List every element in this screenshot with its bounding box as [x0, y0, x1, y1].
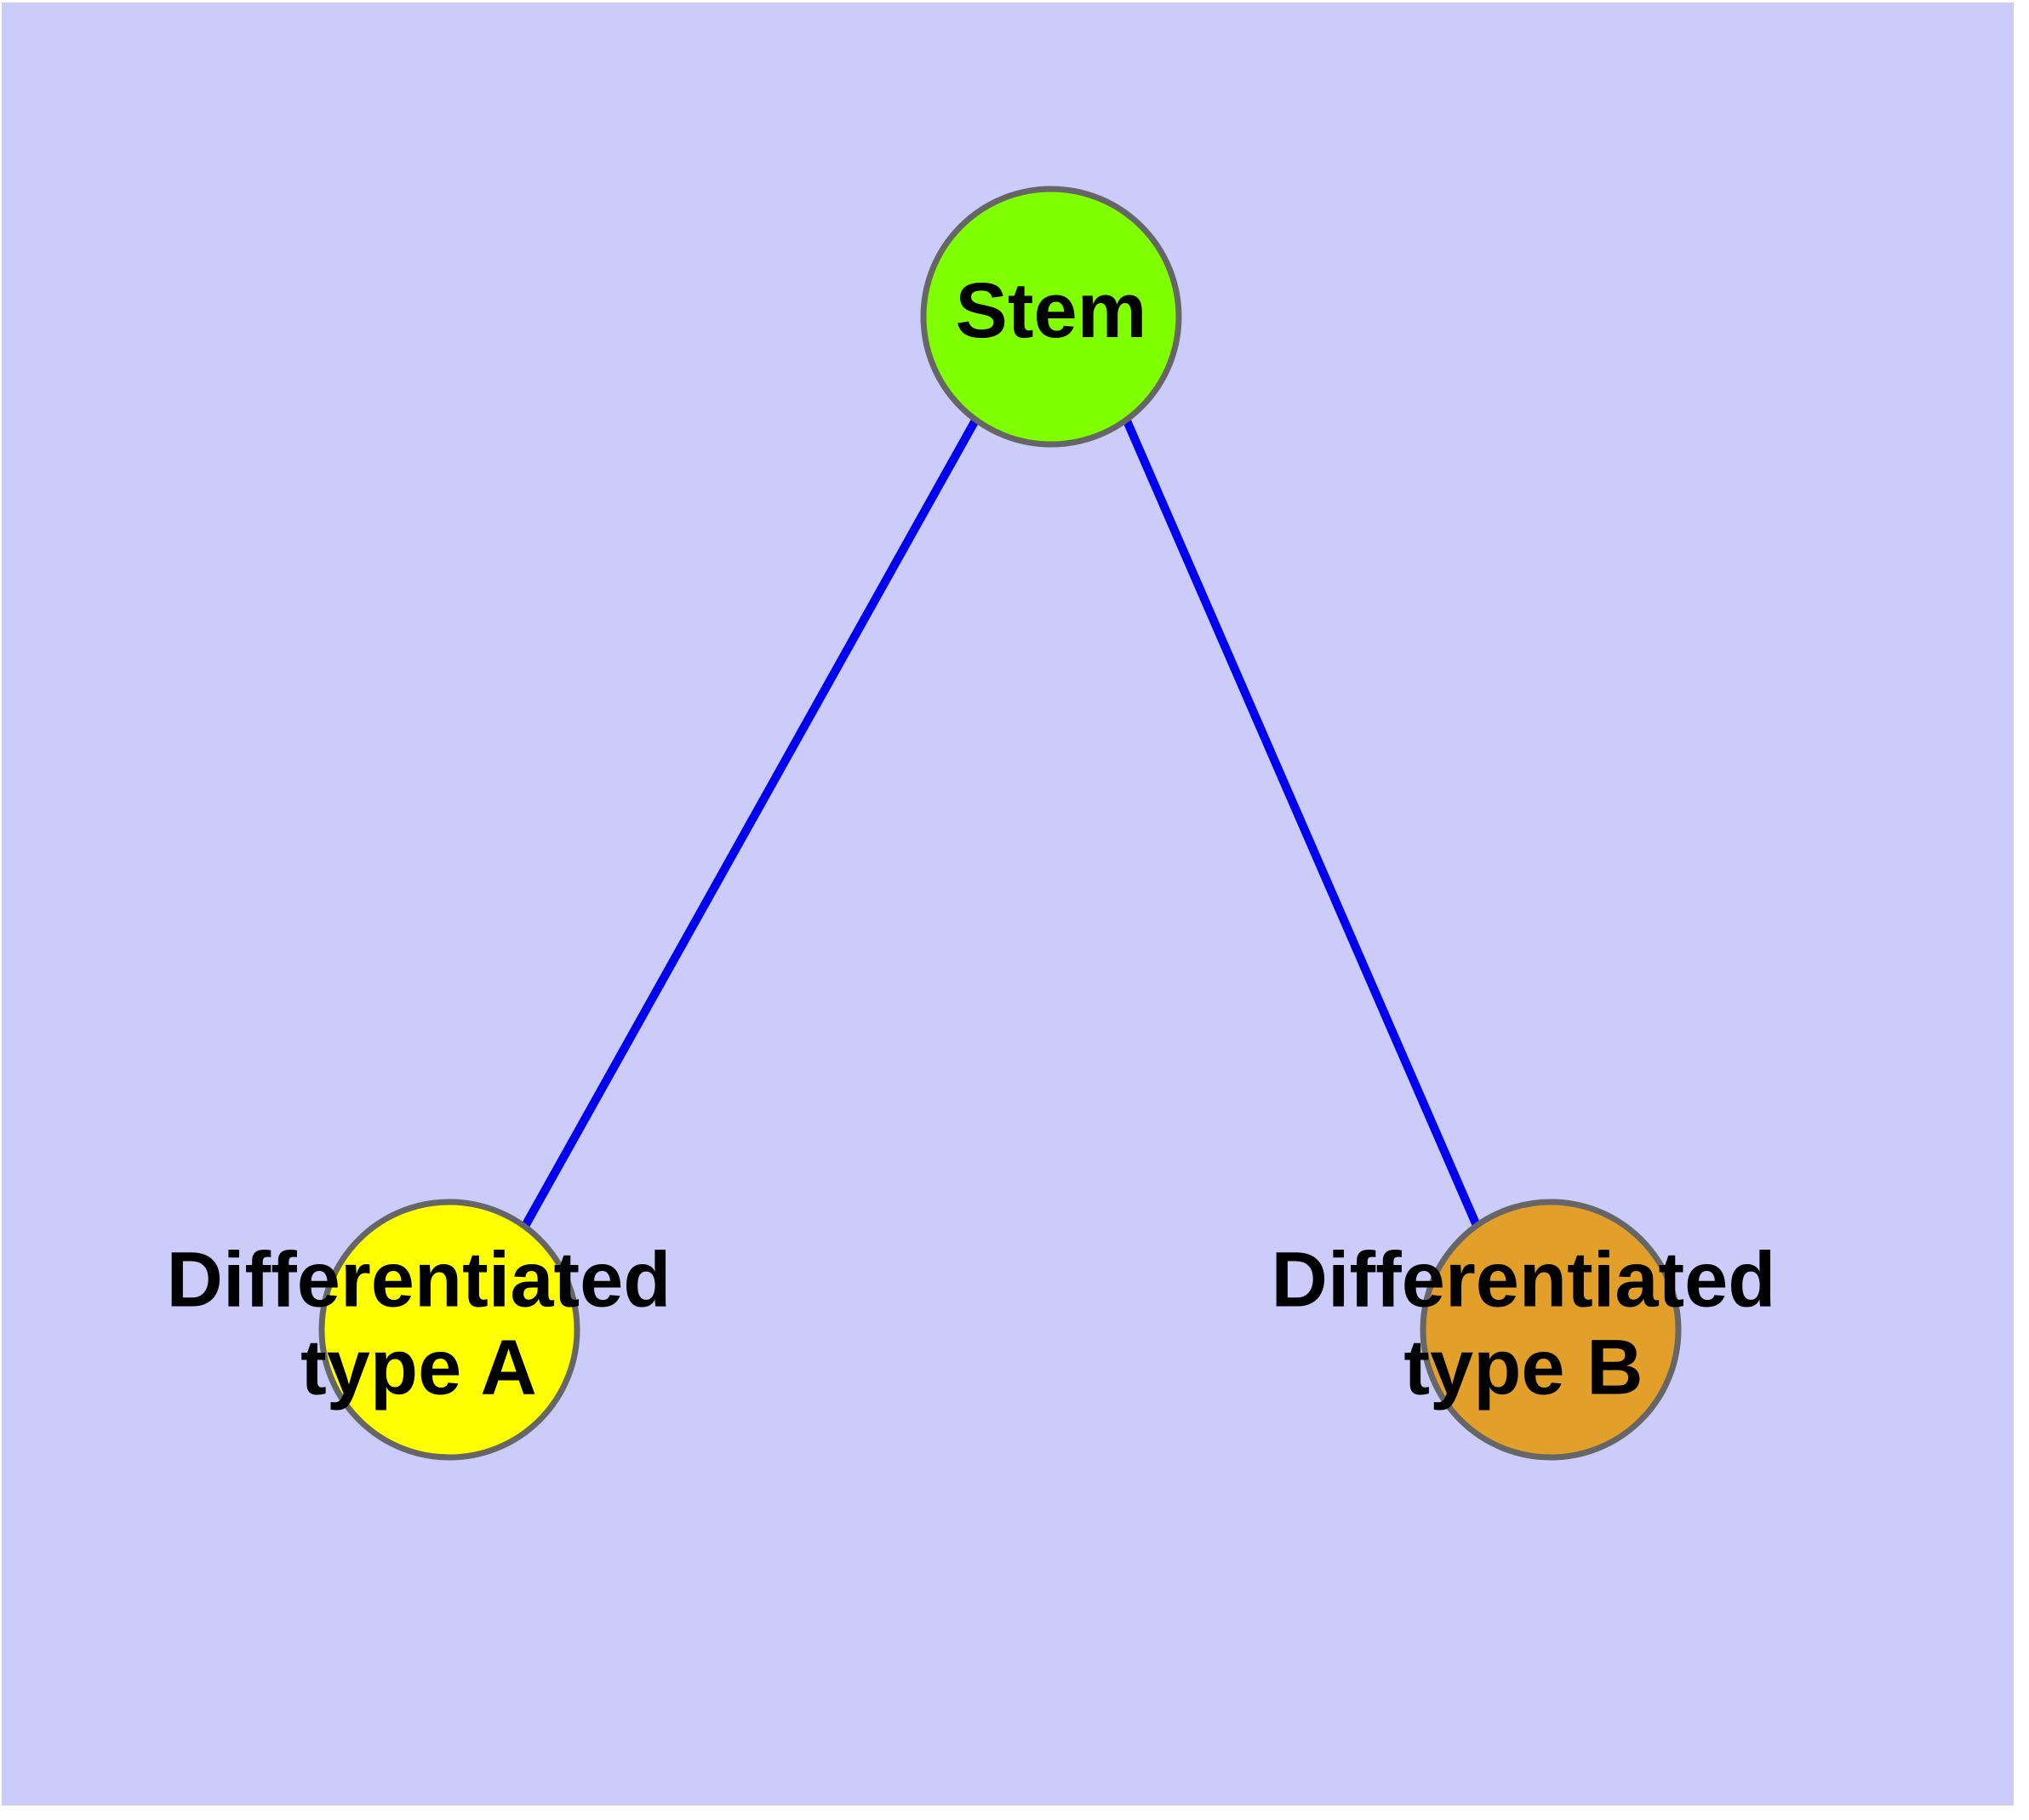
node-label-stem: Stem	[956, 267, 1147, 354]
graph-edge-stem-to-diff-b	[1122, 417, 1482, 1229]
graph-node-diff_a[interactable]	[318, 1199, 580, 1461]
node-circle-diff_a[interactable]	[318, 1199, 580, 1461]
node-label-line: type B	[1403, 1325, 1643, 1411]
node-circle-stem[interactable]	[920, 186, 1182, 448]
graph-node-stem[interactable]	[920, 186, 1182, 448]
node-label-line: type A	[300, 1325, 537, 1411]
graph-edge-stem-to-diff-a	[520, 416, 980, 1230]
node-label-line: Differentiated	[1272, 1237, 1776, 1324]
edge-layer	[520, 416, 1482, 1230]
node-label-line: Stem	[956, 267, 1147, 354]
graph-node-diff_b[interactable]	[1420, 1199, 1682, 1461]
node-circle-diff_b[interactable]	[1420, 1199, 1682, 1461]
node-label-line: Differentiated	[167, 1237, 672, 1324]
